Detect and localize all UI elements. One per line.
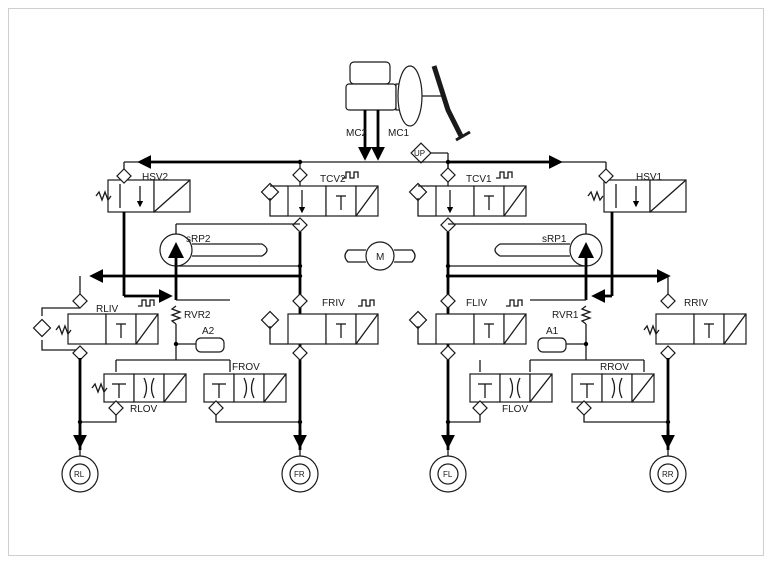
label-motor: M [376,252,384,263]
valve-hsv2: HSV2 [95,172,191,213]
label-rvr2: RVR2 [184,310,211,321]
label-friv: FRIV [322,298,345,309]
wheel-rl: RL [61,450,99,493]
label-frov: FROV [232,362,260,373]
pressure-sensor-up: UP [410,142,449,168]
label-wheel-fr: FR [294,470,305,479]
label-tcv2: TCV2 [320,174,346,185]
accumulator-a2: A2 [195,326,225,353]
label-up: UP [414,149,425,158]
label-rriv: RRIV [684,298,708,309]
filter-tcv1 [440,167,456,233]
junction-dots [77,159,671,425]
valve-flov: FLOV [448,373,553,423]
valve-rlov: RLOV [80,373,187,423]
label-tcv1: TCV1 [466,174,492,185]
filter-fliv [440,293,456,361]
label-srp1: sRP1 [542,234,567,245]
label-hsv1: HSV1 [636,172,663,183]
valve-rriv: RRIV [643,298,747,345]
label-rrov: RROV [600,362,629,373]
valve-tcv2: TCV2 [260,162,379,217]
wheel-rr: RR [649,450,687,493]
label-mc2: MC2 [346,128,368,139]
filter-rriv [660,293,676,361]
valve-fliv: FLIV [408,298,527,345]
valve-hsv1: HSV1 [587,172,687,213]
label-rlov: RLOV [130,404,158,415]
valve-rrov: RROV [571,362,668,423]
label-a2: A2 [202,326,215,337]
valve-rliv: RLIV [32,299,159,351]
brake-booster [397,65,442,127]
wheel-fl: FL [429,450,467,493]
wheel-fr: FR [281,450,319,493]
valve-friv: FRIV [260,298,379,345]
label-rliv: RLIV [96,304,119,315]
valve-tcv1: TCV1 [408,162,527,217]
valve-frov: FROV [203,362,300,423]
filter-tcv2 [292,167,308,233]
label-fliv: FLIV [466,298,487,309]
label-wheel-rr: RR [662,470,674,479]
label-rvr1: RVR1 [552,310,579,321]
accumulator-a1: A1 [537,326,567,353]
filter-hsv1 [598,168,614,184]
filter-friv [292,293,308,361]
label-hsv2: HSV2 [142,172,169,183]
filter-rliv [72,293,88,361]
label-mc1: MC1 [388,128,410,139]
label-srp2: sRP2 [186,234,211,245]
label-wheel-fl: FL [443,470,453,479]
motor-icon: M [344,241,416,271]
label-flov: FLOV [502,404,528,415]
filter-hsv2 [116,168,132,184]
brake-pedal-icon [431,65,471,142]
label-wheel-rl: RL [74,470,85,479]
label-a1: A1 [546,326,559,337]
